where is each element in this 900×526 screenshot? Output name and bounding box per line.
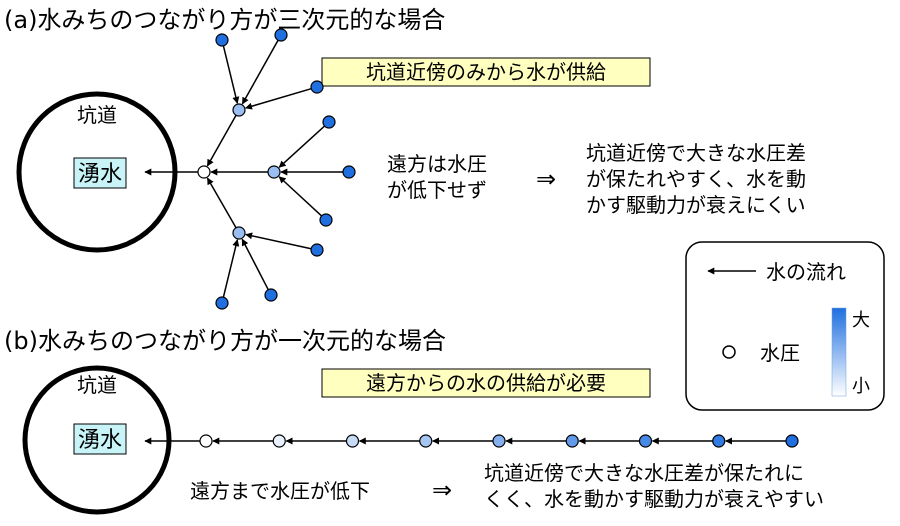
callout-a-text: 坑道近傍のみから水が供給 — [366, 60, 606, 84]
pressure-node-b — [345, 434, 360, 448]
pressure-node-a — [215, 296, 229, 310]
flow-arrow-a-mid — [206, 177, 237, 229]
scale-low-label: 小 — [852, 376, 870, 397]
tunnel-b-label: 坑道 — [77, 373, 117, 397]
legend-flow-label: 水の流れ — [766, 260, 846, 284]
pressure-node-b — [419, 434, 433, 448]
scale-high-label: 大 — [852, 310, 870, 331]
network-b — [144, 434, 799, 448]
flow-arrow-a-leaf — [241, 238, 269, 291]
flow-arrow-a-leaf — [278, 176, 323, 217]
pressure-node-a — [264, 288, 278, 302]
network-a — [144, 28, 356, 310]
pressure-node-a — [310, 243, 324, 257]
pressure-node-b — [712, 434, 726, 448]
callout-b-text: 遠方からの水の供給が必要 — [366, 371, 606, 395]
pressure-node-a — [274, 28, 288, 42]
pressure-node-a — [232, 226, 246, 240]
implies-a: ⇒ — [536, 165, 556, 193]
legend-pressure-label: 水圧 — [760, 341, 800, 365]
result-b-line2: くく、水を動かす駆動力が衰えやすい — [484, 487, 824, 511]
pressure-node-a — [310, 80, 324, 94]
pressure-node-a — [267, 165, 281, 179]
pressure-node-b — [565, 434, 579, 448]
result-a-line1: 坑道近傍で大きな水圧差 — [586, 141, 806, 165]
condition-b: 遠方まで水圧が低下 — [190, 479, 370, 503]
panel-b-title: (b)水みちのつながり方が一次元的な場合 — [4, 327, 446, 355]
pressure-node-a — [322, 115, 336, 129]
pressure-node-b — [638, 434, 653, 448]
pressure-node-a — [215, 33, 229, 47]
condition-a-line1: 遠方は水圧 — [387, 152, 487, 176]
callout-b-box — [321, 368, 651, 398]
pressure-node-a — [197, 165, 211, 179]
condition-a-line2: が低下せず — [387, 178, 487, 202]
pressure-node-a — [232, 103, 246, 117]
result-a-line2: が保たれやすく、水を動 — [586, 167, 806, 191]
callout-a-box — [321, 57, 651, 87]
pressure-scale-bar — [831, 307, 847, 397]
pressure-node-b — [199, 434, 213, 448]
flow-arrow-a-mid — [206, 114, 237, 167]
legend-node-icon — [722, 345, 736, 359]
implies-b: ⇒ — [432, 476, 452, 504]
inflow-a-label: 湧水 — [78, 162, 122, 187]
flow-arrow-a-leaf — [241, 39, 279, 105]
inflow-b-box — [73, 423, 127, 455]
flow-arrow-a-leaf — [278, 125, 326, 168]
flow-arrow-a-leaf — [222, 239, 240, 298]
result-a-line3: かす駆動力が衰えにくい — [586, 193, 806, 217]
pressure-node-b — [272, 434, 286, 448]
flow-arrow-a-leaf — [245, 232, 312, 250]
panel-a-title: (a)水みちのつながり方が三次元的な場合 — [4, 6, 445, 34]
inflow-a-box — [73, 157, 127, 189]
pressure-node-a — [319, 213, 333, 227]
pressure-node-b — [492, 434, 506, 448]
pressure-node-b — [785, 434, 799, 448]
tunnel-a-label: 坑道 — [77, 103, 117, 127]
flow-arrow-a-leaf — [222, 45, 240, 104]
pressure-node-a — [342, 165, 356, 179]
result-b-line1: 坑道近傍で大きな水圧差が保たれに — [484, 461, 804, 485]
inflow-b-label: 湧水 — [78, 428, 122, 453]
flow-arrow-a-leaf — [245, 87, 312, 110]
